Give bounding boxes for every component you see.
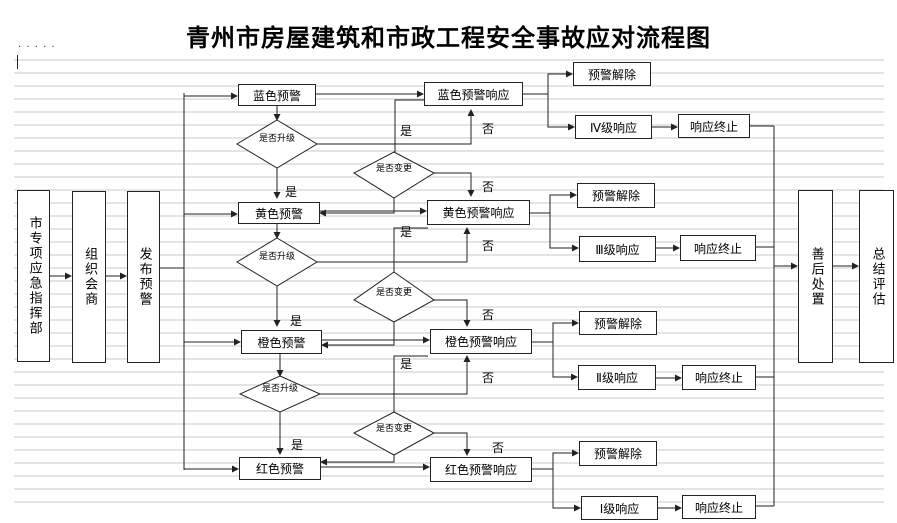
blue-end-box: 响应终止 [678, 114, 750, 138]
red-response-box: 红色预警响应 [430, 457, 532, 482]
no-label: 否 [492, 441, 505, 455]
upgrade-diamond-orange [238, 375, 322, 413]
upgrade-question-1: 是否升级 [258, 134, 295, 144]
no-label: 否 [482, 122, 495, 136]
blue-warning-box: 蓝色预警 [238, 84, 316, 106]
aftermath-box: 善后处置 [798, 190, 833, 363]
yes-label: 是 [291, 438, 304, 452]
yes-label: 是 [290, 314, 303, 328]
yes-label: 是 [285, 185, 298, 199]
red-release-box: 预警解除 [579, 441, 657, 466]
upgrade-diamond-blue [236, 119, 318, 169]
orange-response-box: 橙色预警响应 [430, 329, 532, 354]
change-question-2: 是否变更 [375, 288, 412, 298]
change-diamond-1 [352, 151, 436, 199]
level-1-response-box: Ⅰ级响应 [581, 496, 658, 520]
no-label: 否 [482, 308, 495, 322]
red-warning-box: 红色预警 [239, 457, 321, 480]
orange-release-box: 预警解除 [579, 311, 657, 335]
blue-release-box: 预警解除 [573, 62, 651, 86]
change-diamond-2 [353, 271, 435, 323]
upgrade-question-2: 是否升级 [258, 252, 295, 262]
decorative-dots: · · · · · [18, 42, 56, 53]
no-label: 否 [482, 239, 495, 253]
consult-box: 组织会商 [72, 191, 106, 363]
publish-warning-box: 发布预警 [127, 191, 160, 363]
no-label: 否 [482, 180, 495, 194]
no-label: 否 [482, 371, 495, 385]
red-end-box: 响应终止 [682, 495, 756, 519]
yellow-end-box: 响应终止 [680, 235, 756, 261]
decorative-tick [17, 55, 18, 69]
yes-label: 是 [400, 225, 413, 239]
orange-warning-box: 橙色预警 [241, 330, 322, 354]
page-title: 青州市房屋建筑和市政工程安全事故应对流程图 [186, 23, 711, 52]
yellow-release-box: 预警解除 [577, 183, 655, 208]
yellow-warning-box: 黄色预警 [238, 202, 320, 224]
level-3-response-box: Ⅲ级响应 [579, 236, 656, 262]
change-question-1: 是否变更 [375, 164, 412, 174]
blue-response-box: 蓝色预警响应 [424, 82, 523, 106]
upgrade-question-3: 是否升级 [261, 384, 298, 394]
change-question-3: 是否变更 [375, 424, 412, 434]
level-4-response-box: Ⅳ级响应 [575, 115, 652, 139]
evaluate-box: 总结评估 [859, 190, 894, 363]
orange-end-box: 响应终止 [682, 365, 756, 390]
level-2-response-box: Ⅱ级响应 [578, 365, 656, 390]
change-diamond-3 [352, 411, 436, 456]
yes-label: 是 [400, 357, 413, 371]
command-center-box: 市专项应急指挥部 [17, 190, 50, 362]
yes-label: 是 [400, 124, 413, 138]
upgrade-diamond-yellow [236, 237, 318, 287]
yellow-response-box: 黄色预警响应 [427, 200, 530, 225]
